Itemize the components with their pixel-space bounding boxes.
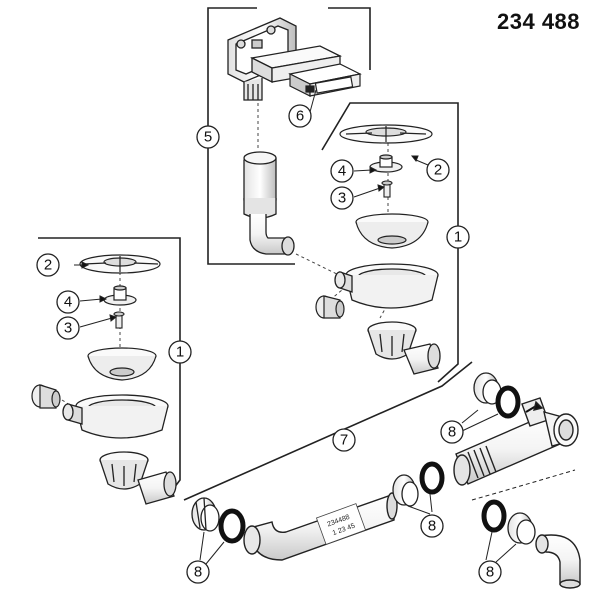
callout-numbers: 5 6 2 4 3 1 2 4 3 1 7 8 8 8 8	[44, 108, 494, 581]
callout-1-left: 1	[176, 344, 184, 361]
callout-5: 5	[204, 129, 212, 146]
overflow-insert-part	[288, 63, 362, 97]
screw-part-left	[113, 311, 125, 329]
part-number-label: 234 488	[497, 9, 581, 34]
callout-1-right-circle	[446, 225, 470, 249]
callout-4-left-circle	[56, 290, 80, 314]
screw-part-right	[381, 180, 393, 198]
callout-8-middle: 8	[428, 518, 436, 535]
callout-2-right-circle	[426, 158, 450, 182]
outlet-body-left	[99, 451, 177, 505]
seal-ring-left	[218, 508, 246, 544]
callout-4-right-circle	[330, 159, 354, 183]
overflow-connector-right	[315, 295, 345, 319]
callout-leaders	[74, 89, 517, 565]
callout-3-right-circle	[330, 186, 354, 210]
basket-waste-right	[334, 263, 439, 309]
callout-3-right: 3	[338, 190, 346, 207]
seal-ring-top	[495, 385, 521, 419]
callout-8-top-circle	[440, 420, 464, 444]
callout-1-right: 1	[454, 229, 462, 246]
strainer-plug-left	[79, 254, 161, 274]
callout-circles	[36, 104, 502, 584]
valve-part-right	[369, 154, 403, 173]
nut-middle	[392, 474, 419, 507]
callout-8-top: 8	[448, 424, 456, 441]
callout-3-left: 3	[64, 320, 72, 337]
basket-waste-left	[62, 394, 169, 439]
outlet-body-right	[367, 321, 441, 375]
callout-8-left: 8	[194, 564, 202, 581]
callout-4-right: 4	[338, 163, 346, 180]
seal-ring-middle	[419, 461, 445, 495]
callout-7-circle	[332, 428, 356, 452]
callout-4-left: 4	[64, 294, 72, 311]
callout-2-right: 2	[434, 162, 442, 179]
callout-2-left: 2	[44, 257, 52, 274]
overflow-connector-left	[31, 384, 61, 409]
callout-2-left-circle	[36, 253, 60, 277]
callout-8-bottom-circle	[478, 560, 502, 584]
overflow-hose	[243, 151, 295, 256]
long-drain-pipe	[243, 492, 398, 561]
callout-3-left-circle	[56, 316, 80, 340]
valve-part-left	[103, 285, 137, 306]
callout-6: 6	[296, 108, 304, 125]
nut-bottom	[507, 512, 536, 545]
strainer-basket-right	[355, 213, 429, 249]
elbow-pipe	[535, 534, 581, 589]
tee-pipe	[453, 397, 579, 486]
callout-8-bottom: 8	[486, 564, 494, 581]
strainer-plug-right	[339, 124, 433, 144]
callout-8-middle-circle	[420, 514, 444, 538]
callout-5-circle	[196, 125, 220, 149]
callout-1-left-circle	[168, 340, 192, 364]
nut-left	[191, 497, 220, 532]
callout-6-circle	[288, 104, 312, 128]
callout-7: 7	[340, 432, 348, 449]
strainer-basket-left	[87, 347, 157, 381]
seal-ring-bottom	[481, 499, 507, 533]
callout-8-left-circle	[186, 560, 210, 584]
